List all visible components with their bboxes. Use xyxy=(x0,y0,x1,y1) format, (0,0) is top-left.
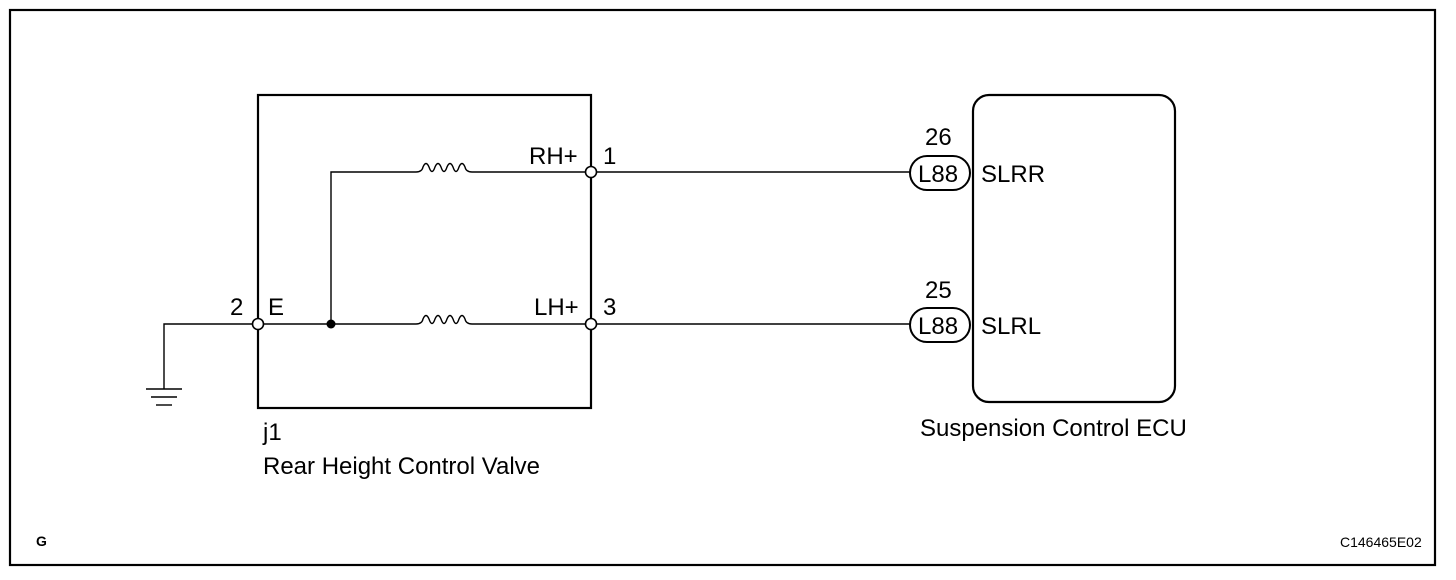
signal-label-e: E xyxy=(268,294,284,321)
pin-number-2: 2 xyxy=(230,294,243,321)
connector-oval-slrr xyxy=(909,155,971,191)
diagram-frame xyxy=(8,8,1437,567)
valve-connector-id: j1 xyxy=(262,419,282,446)
terminal-pin1 xyxy=(584,165,598,179)
ecu-signal-slrr: SLRR xyxy=(981,161,1045,188)
coil-lh xyxy=(415,314,473,325)
ecu-pin-number-26: 26 xyxy=(925,124,952,151)
ecu-name: Suspension Control ECU xyxy=(920,415,1187,442)
valve-box xyxy=(256,93,593,410)
pin-number-3: 3 xyxy=(603,294,616,321)
ground-icon xyxy=(146,388,182,406)
wire-ground xyxy=(163,323,252,389)
figure-code: C146465E02 xyxy=(1340,534,1422,550)
ecu-connector-label-top: L88 xyxy=(918,161,958,188)
terminal-pin3 xyxy=(584,317,598,331)
ecu-pin-number-25: 25 xyxy=(925,277,952,304)
coil-rh xyxy=(415,162,473,173)
ecu-signal-slrl: SLRL xyxy=(981,313,1041,340)
pin-number-1: 1 xyxy=(603,143,616,170)
wire-internal-top xyxy=(330,171,416,324)
terminal-pin2 xyxy=(251,317,265,331)
connector-oval-slrl xyxy=(909,307,971,343)
ecu-box xyxy=(971,93,1177,404)
junction-dot xyxy=(326,319,336,329)
signal-label-rh: RH+ xyxy=(529,143,578,170)
valve-name: Rear Height Control Valve xyxy=(263,453,540,480)
ecu-connector-label-bottom: L88 xyxy=(918,313,958,340)
signal-label-lh: LH+ xyxy=(534,294,579,321)
section-letter: G xyxy=(36,533,47,549)
